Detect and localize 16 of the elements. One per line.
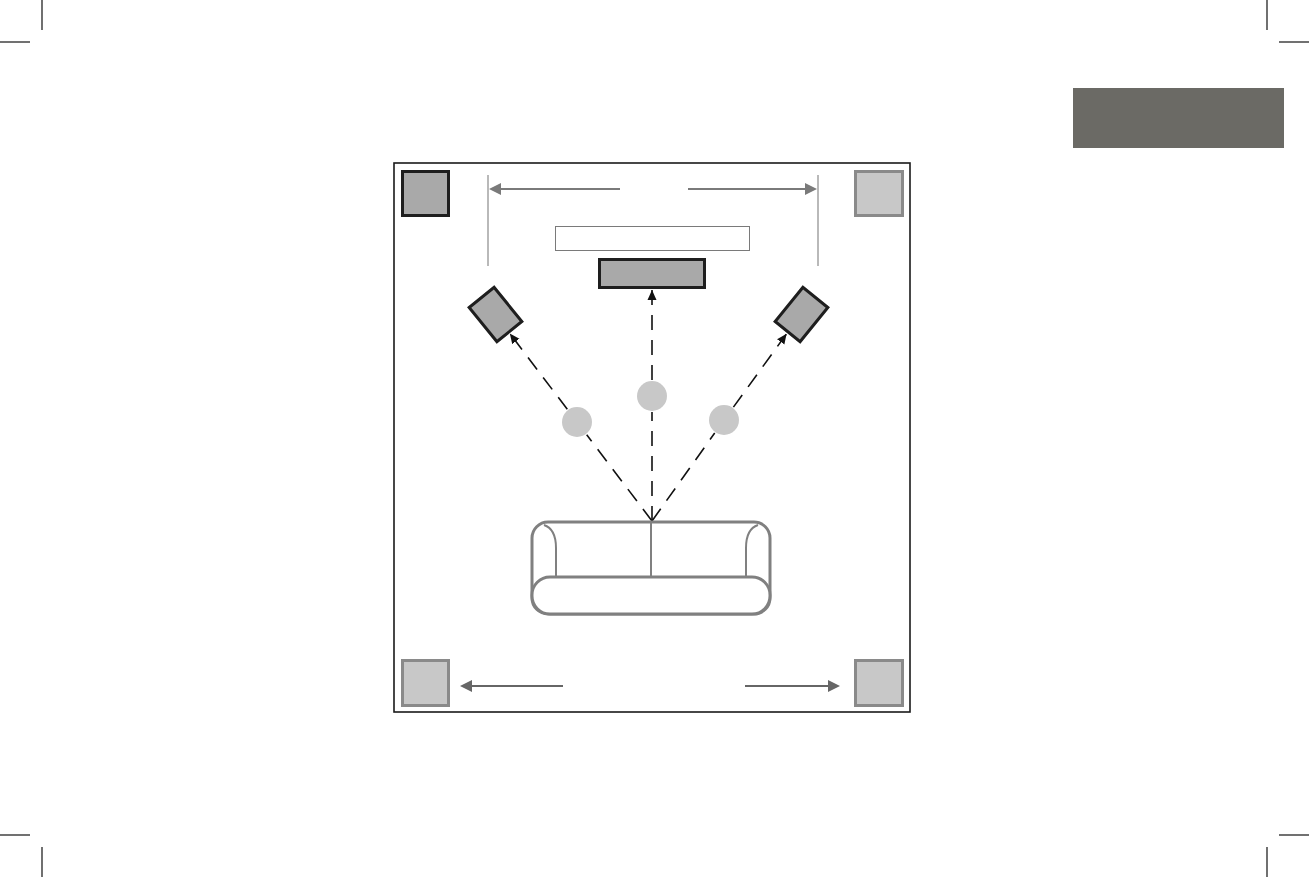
dashed-arrow: [647, 289, 657, 381]
marker-circle: [709, 405, 739, 435]
speaker-box: [598, 258, 706, 289]
dashed-arrow: [509, 332, 569, 411]
speaker-box: [401, 659, 450, 707]
dashed-line: [651, 432, 716, 522]
marker-circle: [562, 407, 592, 437]
speaker-box: [854, 659, 904, 707]
dashed-line: [585, 434, 653, 522]
dashed-arrow: [732, 333, 788, 408]
speaker-box: [401, 170, 450, 217]
speaker-box: [854, 170, 904, 217]
dashed-line: [651, 411, 653, 522]
tv-screen: [555, 226, 750, 251]
sofa-drawing: [530, 520, 772, 616]
marker-circle: [637, 381, 667, 411]
